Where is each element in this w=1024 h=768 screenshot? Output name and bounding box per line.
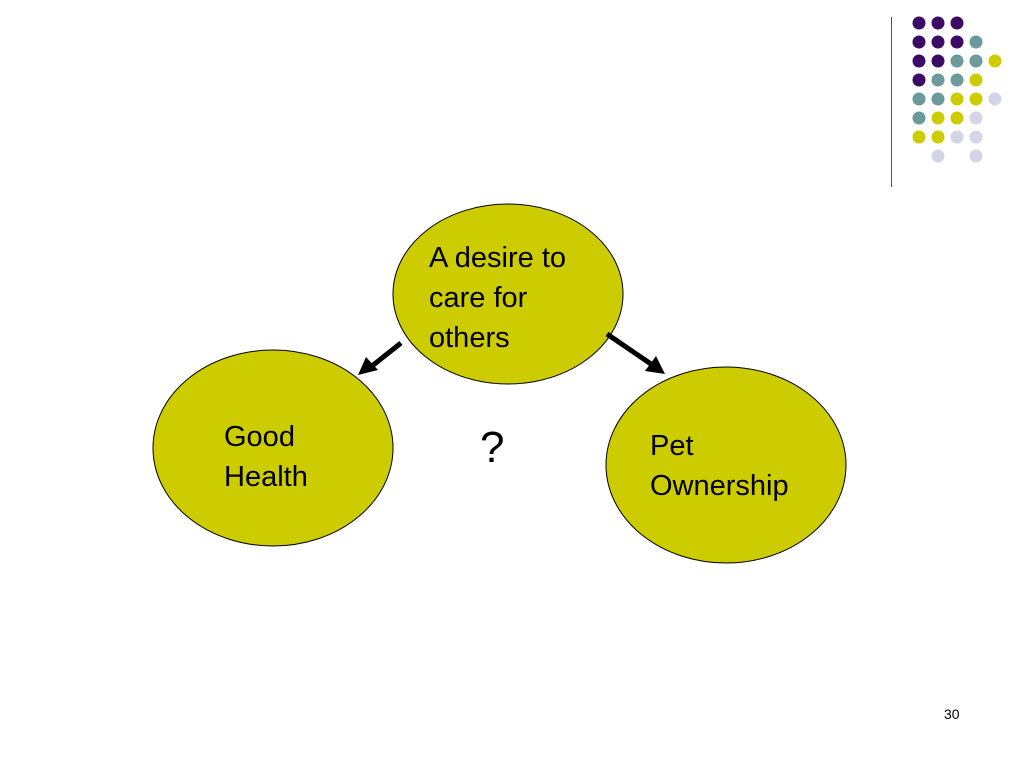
- node-right-label: Pet Ownership: [650, 430, 789, 502]
- node-right-ellipse: [605, 366, 847, 564]
- arrow-to-right: [605, 331, 665, 374]
- decorative-divider-line: [891, 17, 892, 187]
- arrow-to-left: [358, 341, 403, 375]
- node-top-ellipse: [392, 203, 624, 385]
- slide-number: 30: [944, 706, 960, 722]
- question-mark: ?: [480, 423, 505, 472]
- node-left-label: Good Health: [224, 421, 308, 493]
- node-left-ellipse: [152, 349, 394, 547]
- node-top-label: A desire to care for others: [429, 242, 567, 354]
